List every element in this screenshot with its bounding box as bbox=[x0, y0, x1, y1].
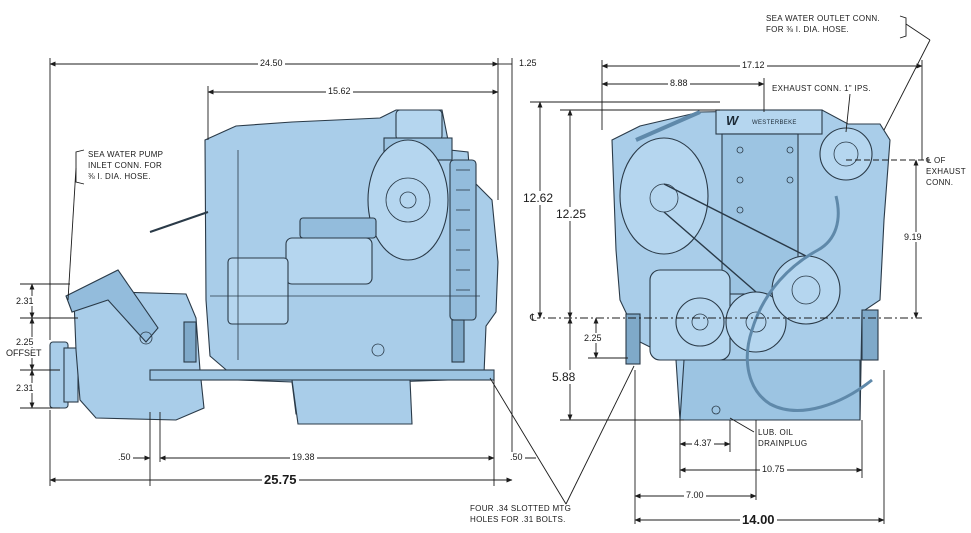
dim-base-height: 5.88 bbox=[550, 370, 578, 384]
dim-height-to-cl: 12.25 bbox=[554, 207, 589, 221]
dim-offset-word: OFFSET bbox=[4, 348, 44, 358]
callout-exhaust-conn: EXHAUST CONN. 1" IPS. bbox=[770, 84, 873, 93]
dim-width-top: 17.12 bbox=[740, 60, 767, 70]
dim-to-exhaust: 8.88 bbox=[668, 78, 690, 88]
callout-exhaust-cl-line-1: ℄ OF bbox=[926, 156, 946, 165]
callout-drain-line-2: DRAINPLUG bbox=[758, 439, 808, 448]
dim-overall-bottom: 25.75 bbox=[262, 472, 299, 487]
dim-overall-width: 14.00 bbox=[740, 512, 777, 527]
front-view-engine bbox=[611, 109, 891, 421]
dim-upper: 15.62 bbox=[326, 86, 353, 96]
brand-logo: W bbox=[726, 113, 739, 128]
brand-name: WESTERBEKE bbox=[752, 120, 797, 126]
side-view-details bbox=[139, 150, 480, 360]
callout-pump-inlet-line-3: ⅜ I. DIA. HOSE. bbox=[88, 172, 151, 181]
callout-outlet-line-1: SEA WATER OUTLET CONN. bbox=[766, 14, 881, 23]
mounting-note-line-1: FOUR .34 SLOTTED MTG bbox=[470, 504, 572, 513]
side-view-engine bbox=[49, 109, 499, 425]
dim-right-small: .50 bbox=[508, 452, 525, 462]
dim-left-small: .50 bbox=[116, 452, 133, 462]
centerline-mark: ℄ bbox=[530, 313, 537, 324]
callout-pump-inlet-line-2: INLET CONN. FOR bbox=[88, 161, 163, 170]
dim-top-right: 1.25 bbox=[517, 58, 539, 68]
front-view-details bbox=[635, 110, 873, 415]
callout-outlet-line-2: FOR ⅜ I. DIA. HOSE. bbox=[766, 25, 850, 34]
dim-drain-offset: 4.37 bbox=[692, 438, 714, 448]
callout-pump-inlet-line-1: SEA WATER PUMP bbox=[88, 150, 164, 159]
dim-mount: 19.38 bbox=[290, 452, 317, 462]
dim-exhaust-height: 9.19 bbox=[902, 232, 924, 242]
callout-exhaust-cl-line-3: CONN. bbox=[926, 178, 954, 187]
dim-base-width: 10.75 bbox=[760, 464, 787, 474]
dim-offset-value: 2.25 bbox=[14, 337, 36, 347]
dim-half-width: 7.00 bbox=[684, 490, 706, 500]
callout-exhaust-cl-line-2: EXHAUST bbox=[926, 167, 966, 176]
dim-mount-height: 2.25 bbox=[582, 333, 604, 343]
dim-overall-top: 24.50 bbox=[258, 58, 285, 68]
dim-a: 2.31 bbox=[14, 296, 36, 306]
mounting-note-line-2: HOLES FOR .31 BOLTS. bbox=[470, 515, 566, 524]
dim-b: 2.31 bbox=[14, 383, 36, 393]
dim-height-total: 12.62 bbox=[521, 191, 556, 205]
callout-drain-line-1: LUB. OIL bbox=[758, 428, 794, 437]
